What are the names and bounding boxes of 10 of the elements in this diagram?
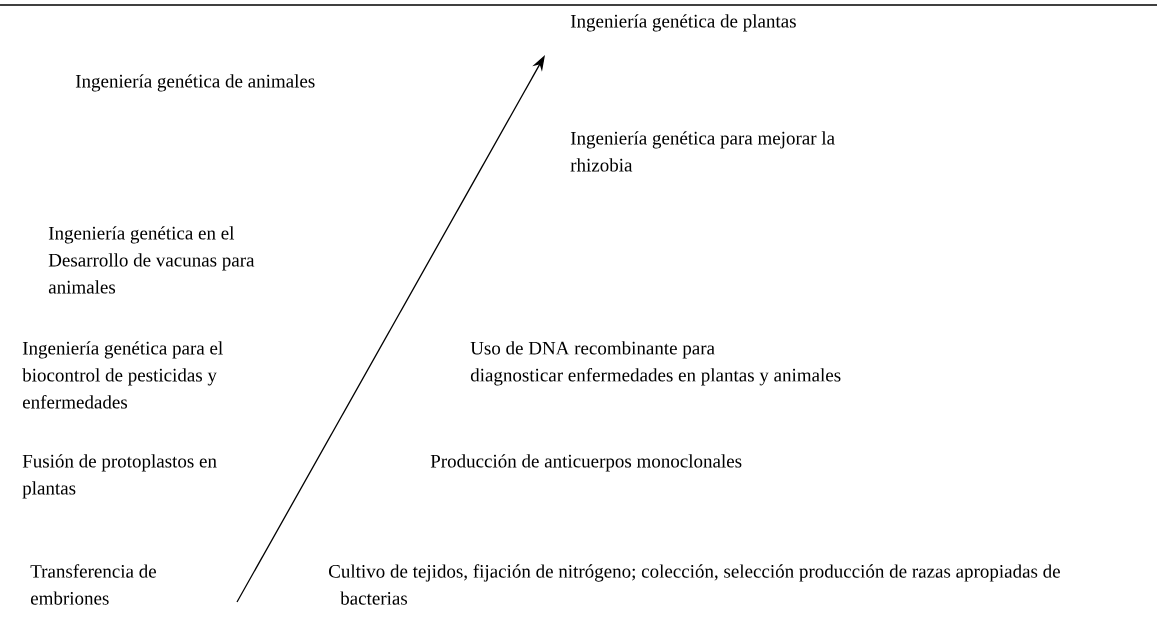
label-text: Fusión de protoplastos en plantas <box>22 454 217 499</box>
label-text: Ingeniería genética para el biocontrol de pesticidas y enfermedades <box>22 341 223 409</box>
label-text: Ingeniería genética de animales <box>75 74 315 92</box>
label-text: Ingeniería genética en el Desarrollo de vacunas para animales <box>48 226 255 294</box>
label-text: Uso de DNA recombinante para diagnosticar enfermedades en plantas y animales <box>470 341 841 386</box>
label-text: Ingeniería genética para mejorar la rhizobia <box>570 131 835 172</box>
label-text: Ingeniería genética de plantas <box>570 14 796 32</box>
label-text: Cultivo de tejidos, fijación de nitrógeno; colección, selección producción de razas apropiadas de bacterias <box>329 564 1060 605</box>
label-text: Producción de anticuerpos monoclonales <box>430 454 742 472</box>
label-text: Transferencia de embriones <box>30 564 156 605</box>
